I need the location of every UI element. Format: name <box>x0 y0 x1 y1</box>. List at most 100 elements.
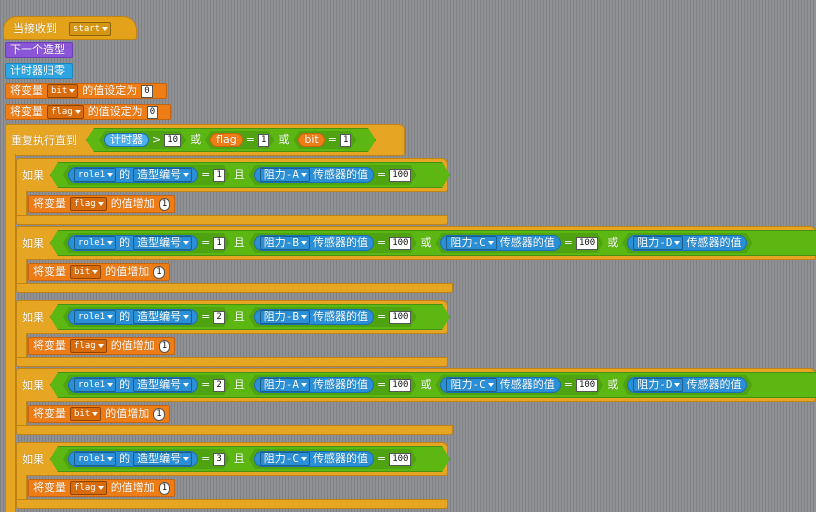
flag-equals[interactable]: flag = 1 <box>205 131 274 149</box>
amount-input[interactable]: 1 <box>158 339 171 353</box>
flag-reporter[interactable]: flag <box>210 133 243 147</box>
timer-value-input[interactable]: 10 <box>164 134 181 147</box>
variable-dropdown[interactable]: flag <box>70 197 107 211</box>
sensor-dropdown[interactable]: 阻力-C <box>260 452 310 466</box>
attribute-dropdown[interactable]: 造型编号 <box>133 236 192 250</box>
sensor-value-input[interactable]: 100 <box>389 379 411 392</box>
costume-value-input[interactable]: 1 <box>213 169 224 182</box>
sprite-dropdown[interactable]: role1 <box>74 310 116 324</box>
sensor-value-input[interactable]: 100 <box>576 237 598 250</box>
sensor-dropdown[interactable]: 阻力-C <box>446 378 496 392</box>
variable-dropdown[interactable]: flag <box>70 339 107 353</box>
and-label: 且 <box>233 452 245 465</box>
sensor-value-input[interactable]: 100 <box>576 379 598 392</box>
timer-reporter[interactable]: 计时器 <box>104 133 149 147</box>
sensor-dropdown[interactable]: 阻力-B <box>260 236 310 250</box>
bit-value-input[interactable]: 1 <box>340 134 351 147</box>
sprite-dropdown[interactable]: role1 <box>74 452 116 466</box>
attribute-dropdown[interactable]: 造型编号 <box>133 378 192 392</box>
sensor-dropdown[interactable]: 阻力-D <box>633 236 683 250</box>
attribute-dropdown[interactable]: 造型编号 <box>133 168 192 182</box>
flag-value-input[interactable]: 1 <box>258 134 269 147</box>
amount-input[interactable]: 1 <box>153 265 165 279</box>
attribute-dropdown[interactable]: 造型编号 <box>133 310 192 324</box>
amount-input[interactable]: 1 <box>158 197 171 211</box>
repeat-condition[interactable]: 计时器 > 10 或 flag = 1 或 bit = 1 <box>86 128 376 152</box>
costume-value-input[interactable]: 3 <box>213 453 224 466</box>
set-flag-block[interactable]: 将变量 flag 的值设定为 0 <box>5 104 171 120</box>
sprite-dropdown[interactable]: role1 <box>74 168 116 182</box>
amount-input[interactable]: 1 <box>153 407 165 421</box>
variable-dropdown[interactable]: bit <box>70 265 102 279</box>
sensor-dropdown[interactable]: 阻力-D <box>633 378 683 392</box>
attribute-dropdown[interactable]: 造型编号 <box>133 452 192 466</box>
costume-value-input[interactable]: 2 <box>213 379 224 392</box>
sensor-dropdown[interactable]: 阻力-A <box>260 168 310 182</box>
costume-value-input[interactable]: 1 <box>213 237 224 250</box>
when-receive-hat-block[interactable]: 当接收到 start <box>3 16 137 40</box>
sensor-value-input[interactable]: 100 <box>389 237 411 250</box>
sensor-value-input[interactable]: 100 <box>389 453 411 466</box>
variable-dropdown[interactable]: bit <box>70 407 102 421</box>
variable-dropdown[interactable]: flag <box>70 481 107 495</box>
sensor-dropdown[interactable]: 阻力-B <box>260 310 310 324</box>
variable-dropdown[interactable]: bit <box>47 84 79 98</box>
value-input[interactable]: 0 <box>146 105 159 119</box>
amount-input[interactable]: 1 <box>158 481 171 495</box>
reset-timer-block[interactable]: 计时器归零 <box>5 63 73 79</box>
set-bit-block[interactable]: 将变量 bit 的值设定为 0 <box>5 83 167 99</box>
message-dropdown[interactable]: start <box>69 22 112 36</box>
bit-equals[interactable]: bit = 1 <box>293 131 356 149</box>
variable-dropdown[interactable]: flag <box>47 105 84 119</box>
sensor-value-input[interactable]: 100 <box>389 311 411 324</box>
bit-reporter[interactable]: bit <box>298 133 324 147</box>
next-costume-block[interactable]: 下一个造型 <box>5 42 73 58</box>
sensor-dropdown[interactable]: 阻力-A <box>260 378 310 392</box>
value-input[interactable]: 0 <box>141 84 153 98</box>
sensor-value-input[interactable]: 100 <box>389 169 411 182</box>
sprite-dropdown[interactable]: role1 <box>74 378 116 392</box>
sensor-dropdown[interactable]: 阻力-C <box>446 236 496 250</box>
sprite-dropdown[interactable]: role1 <box>74 236 116 250</box>
costume-value-input[interactable]: 2 <box>213 311 224 324</box>
timer-greater-than[interactable]: 计时器 > 10 <box>99 131 186 149</box>
